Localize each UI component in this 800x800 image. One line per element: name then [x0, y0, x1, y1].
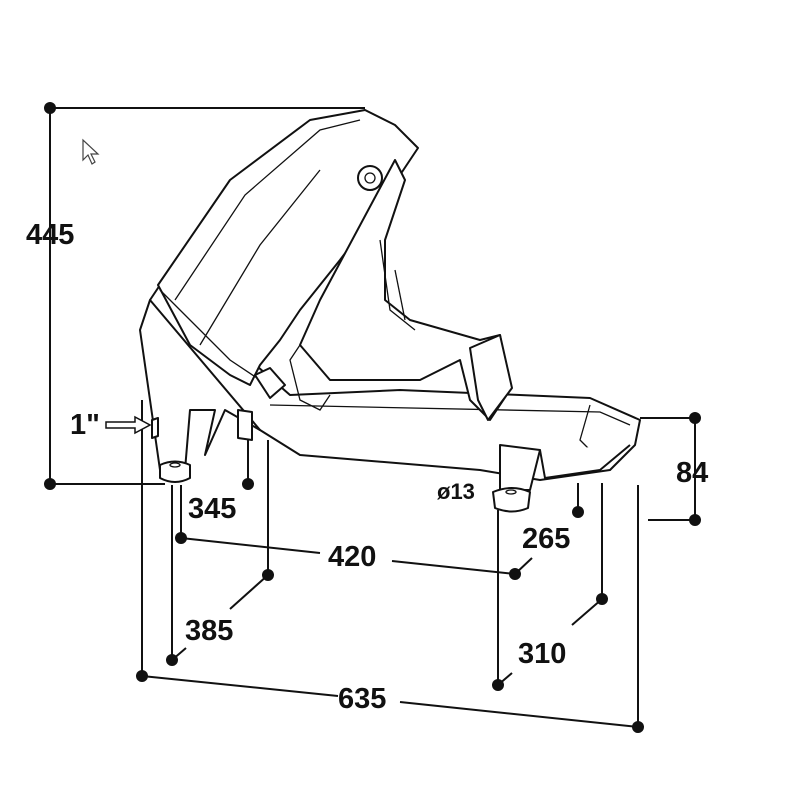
leg-span-label: 420 — [328, 541, 376, 573]
inlet-label: 1" — [70, 409, 100, 441]
depth-right-label: 310 — [518, 638, 566, 670]
drinking-bowl-outline — [139, 109, 641, 513]
leg-depth-right-label: 265 — [522, 523, 570, 555]
inlet-arrow-icon — [105, 415, 152, 435]
length-label: 635 — [338, 683, 386, 715]
depth-left-label: 385 — [185, 615, 233, 647]
dimension-points — [44, 102, 701, 733]
height-label: 445 — [26, 219, 74, 251]
trough-height-label: 84 — [676, 457, 708, 489]
foot-hole-label: ø13 — [437, 479, 475, 504]
mouse-pointer-icon — [82, 138, 100, 165]
leg-depth-left-label: 345 — [188, 493, 236, 525]
